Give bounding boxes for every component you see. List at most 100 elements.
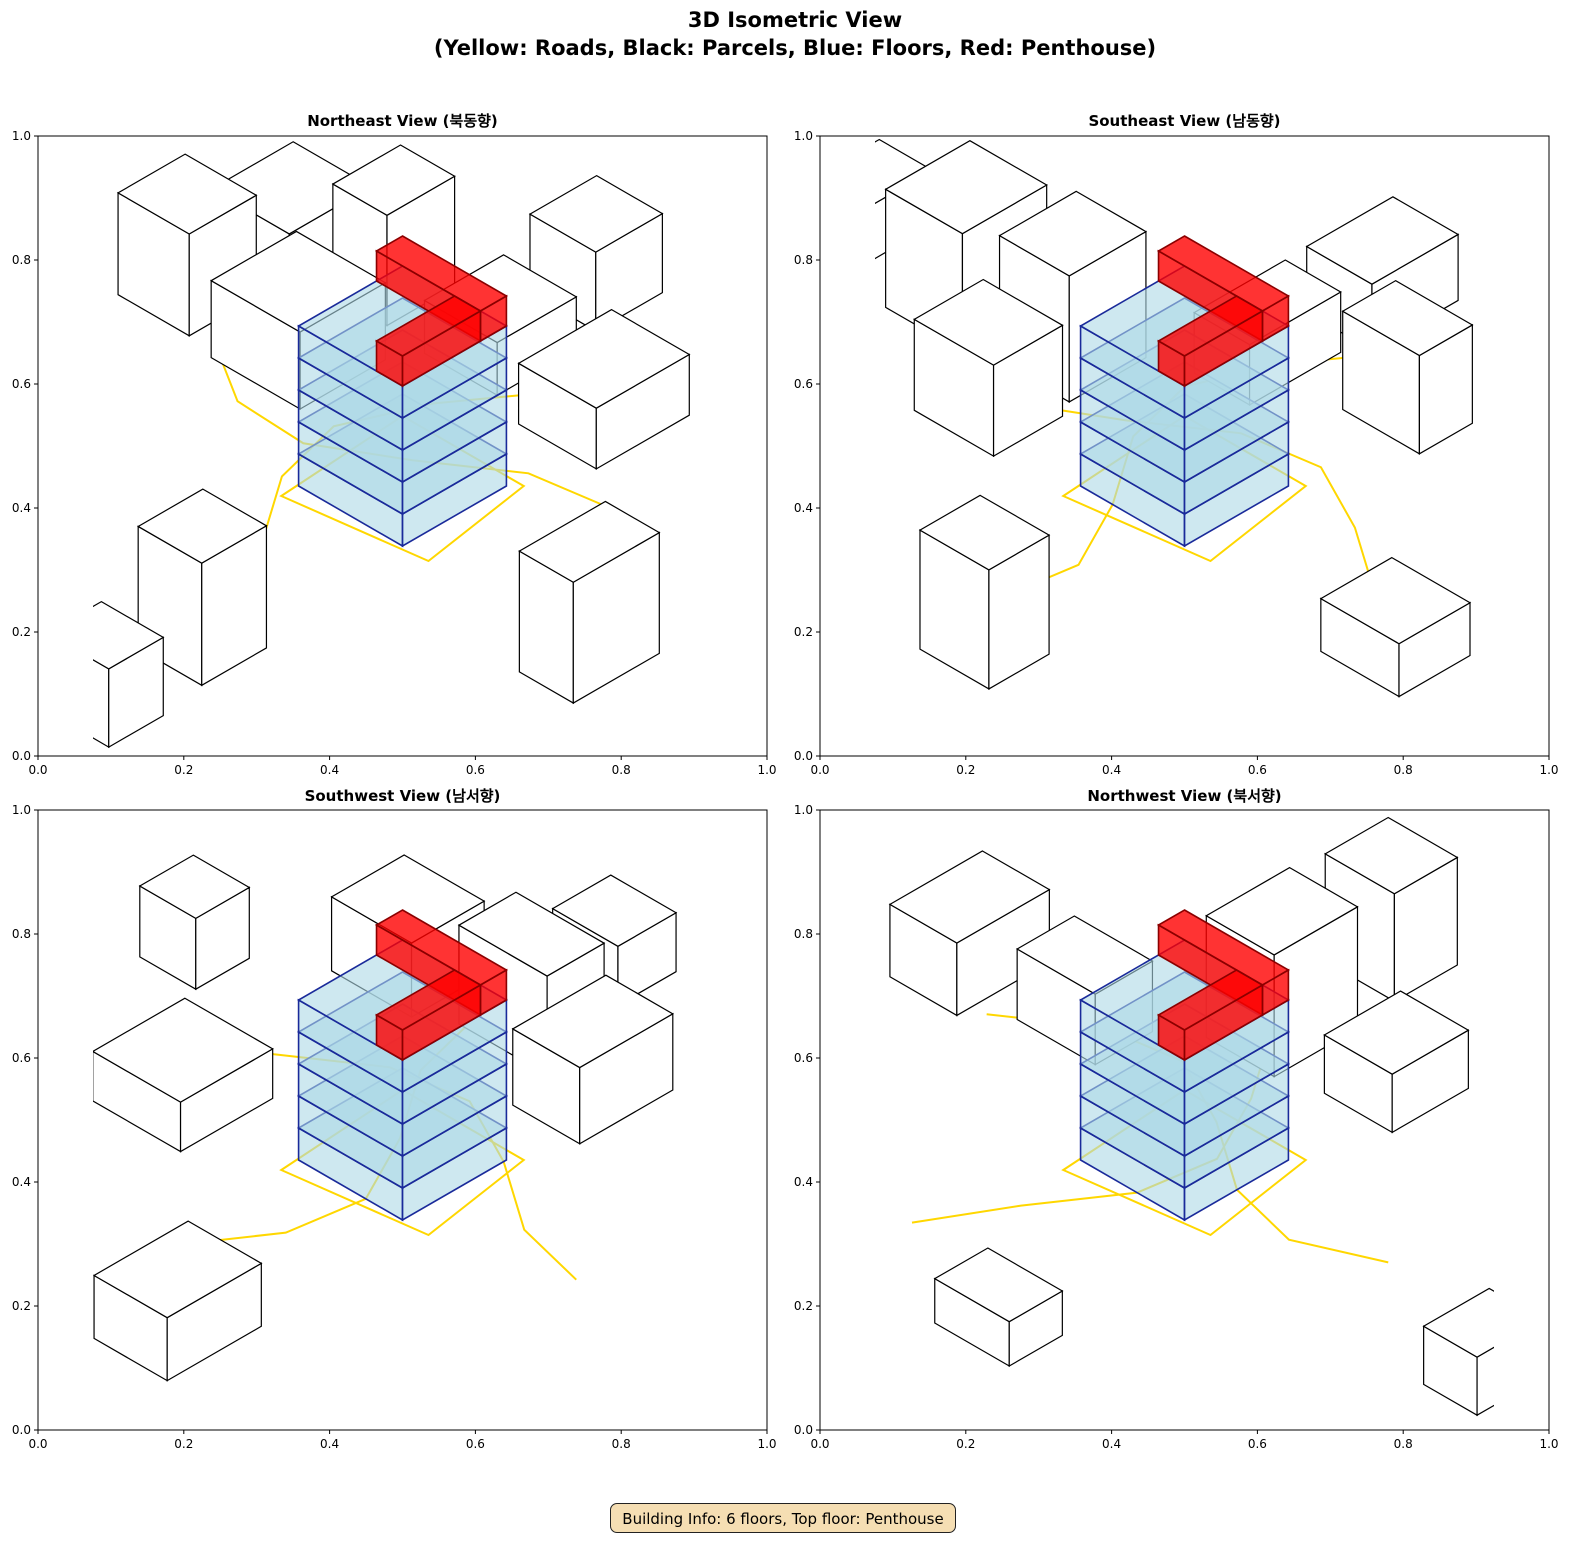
axes-frame: [37, 809, 768, 1431]
y-tick-label: 1.0: [12, 803, 31, 817]
y-tick-label: 0.6: [794, 1051, 813, 1065]
parcel-top: [1319, 556, 1472, 645]
x-tick-label: 0.0: [28, 1437, 47, 1451]
y-tick-label: 0.8: [794, 253, 813, 267]
penthouse-top: [374, 969, 483, 1031]
y-tick-label: 0.2: [12, 625, 31, 639]
parcel-face: [821, 173, 874, 259]
y-tick-label: 0.8: [794, 927, 813, 941]
x-tick-label: 0.2: [956, 763, 975, 777]
x-tick-label: 0.0: [810, 763, 829, 777]
figure-title: 3D Isometric View (Yellow: Roads, Black:…: [0, 6, 1590, 62]
axes-panel-0: 0.0 0.2 0.4 0.6 0.8 1.0 0.0 0.2 0.4 0.6 0.8 1.0: [12, 129, 777, 777]
penthouse-top: [1156, 295, 1265, 357]
parcel-top: [116, 153, 258, 235]
panel-title-southwest: Southwest View (남서향): [304, 787, 501, 805]
x-tick-label: 0.6: [1248, 1437, 1267, 1451]
y-tick-label: 0.4: [794, 1175, 813, 1189]
x-tick-label: 0.4: [320, 763, 339, 777]
axes-panel-3: 0.0 0.2 0.4 0.6 0.8 1.0 0.0 0.2 0.4 0.6 0.8 1.0: [794, 803, 1559, 1451]
x-tick-label: 0.6: [466, 763, 485, 777]
parcel-top: [93, 1220, 263, 1319]
scene: [821, 138, 1474, 698]
panel-title-northeast: Northeast View (북동향): [307, 112, 498, 130]
parcel-top: [998, 190, 1148, 277]
x-tick-label: 0.8: [612, 763, 631, 777]
panel-title-southeast: Southeast View (남동향): [1088, 112, 1281, 130]
parcel-top: [933, 1247, 1064, 1323]
x-tick-label: 0.0: [28, 763, 47, 777]
x-tick-label: 0.4: [1102, 763, 1121, 777]
axes-panel-2: 0.0 0.2 0.4 0.6 0.8 1.0 0.0 0.2 0.4 0.6 0.8 1.0: [12, 803, 777, 1451]
y-tick-label: 0.6: [794, 377, 813, 391]
y-tick-label: 0.2: [794, 1299, 813, 1313]
x-tick-label: 0.8: [612, 1437, 631, 1451]
x-tick-label: 0.8: [1394, 1437, 1413, 1451]
title-line-2: (Yellow: Roads, Black: Parcels, Blue: Fl…: [433, 36, 1157, 60]
x-tick-label: 0.2: [174, 1437, 193, 1451]
title-line-1: 3D Isometric View: [687, 8, 903, 32]
penthouse-top: [374, 295, 483, 357]
y-tick-label: 0.2: [794, 625, 813, 639]
axes-frame: [819, 135, 1550, 757]
y-tick-label: 0.8: [12, 253, 31, 267]
y-tick-label: 0.0: [12, 1423, 31, 1437]
axes-frame: [37, 135, 768, 757]
parcel-top: [1323, 990, 1470, 1075]
x-tick-label: 0.0: [810, 1437, 829, 1451]
parcel-top: [518, 500, 661, 583]
y-tick-label: 1.0: [794, 129, 813, 143]
y-tick-label: 0.2: [12, 1299, 31, 1313]
scene: [93, 854, 678, 1382]
y-tick-label: 0.0: [794, 1423, 813, 1437]
panel-title-northwest: Northwest View (북서향): [1087, 787, 1282, 805]
parcel-top: [1205, 866, 1359, 956]
y-tick-label: 0.4: [12, 1175, 31, 1189]
y-tick-label: 0.8: [12, 927, 31, 941]
axes-panel-1: 0.0 0.2 0.4 0.6 0.8 1.0 0.0 0.2 0.4 0.6 0.8 1.0: [794, 129, 1559, 777]
scene: [93, 141, 691, 749]
parcel-top: [457, 891, 606, 977]
x-tick-label: 1.0: [1539, 1437, 1558, 1451]
y-tick-label: 0.4: [794, 501, 813, 515]
parcel-top: [913, 278, 1064, 366]
parcel-top: [93, 997, 274, 1103]
parcel-top: [517, 308, 691, 409]
parcel-top: [1422, 1287, 1494, 1358]
y-tick-label: 0.0: [12, 749, 31, 763]
parcel-top: [1324, 816, 1459, 895]
y-tick-label: 0.4: [12, 501, 31, 515]
y-tick-label: 1.0: [794, 803, 813, 817]
parcel-top: [528, 174, 664, 253]
x-tick-label: 1.0: [757, 1437, 776, 1451]
x-tick-label: 0.2: [956, 1437, 975, 1451]
x-tick-label: 0.4: [320, 1437, 339, 1451]
scene: [888, 816, 1494, 1417]
parcel-top: [136, 488, 268, 564]
penthouse-top: [1156, 969, 1265, 1031]
building-info-box: Building Info: 6 floors, Top floor: Pent…: [610, 1503, 956, 1533]
y-tick-label: 1.0: [12, 129, 31, 143]
x-tick-label: 0.4: [1102, 1437, 1121, 1451]
x-tick-label: 1.0: [757, 763, 776, 777]
x-tick-label: 0.2: [174, 763, 193, 777]
parcel-top: [551, 874, 678, 948]
parcel-top: [93, 600, 165, 670]
y-tick-label: 0.6: [12, 1051, 31, 1065]
parcel-top: [1305, 196, 1460, 285]
x-tick-label: 0.6: [466, 1437, 485, 1451]
y-tick-label: 0.0: [794, 749, 813, 763]
parcel-top: [918, 494, 1051, 571]
parcel-top: [331, 144, 456, 217]
parcel-top: [138, 854, 251, 920]
y-tick-label: 0.6: [12, 377, 31, 391]
parcel-top: [511, 974, 674, 1069]
parcel-top: [884, 139, 1048, 235]
axes-frame: [819, 809, 1550, 1431]
x-tick-label: 0.8: [1394, 763, 1413, 777]
x-tick-label: 1.0: [1539, 763, 1558, 777]
parcel-top: [1341, 279, 1474, 357]
x-tick-label: 0.6: [1248, 763, 1267, 777]
